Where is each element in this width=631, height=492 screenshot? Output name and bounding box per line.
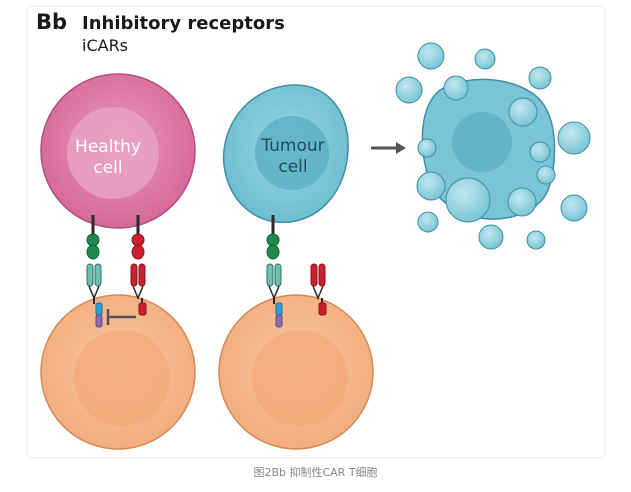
- healthy-antigen-red: [131, 215, 145, 260]
- healthy-cell: Healthy cell: [40, 73, 196, 229]
- t-cell-left: [40, 294, 196, 450]
- healthy-cell-label-1: Healthy: [75, 137, 141, 157]
- inhibition-symbol: [106, 309, 136, 325]
- tumour-antigen-green: [266, 215, 280, 260]
- car-receptor-right: [266, 263, 283, 328]
- right-arrow-icon: [371, 142, 406, 154]
- healthy-antigen-green: [86, 215, 100, 260]
- panel-label: Bb: [36, 10, 68, 34]
- icar-receptor-left: [130, 263, 147, 316]
- icar-receptor-right: [310, 263, 327, 316]
- apoptotic-tumour-cell: [395, 42, 591, 250]
- panel-title: Inhibitory receptors: [82, 13, 285, 34]
- healthy-cell-label-2: cell: [93, 158, 122, 178]
- car-receptor-left: [86, 263, 103, 328]
- tumour-cell-label-2: cell: [278, 157, 307, 177]
- tumour-cell-label-1: Tumour: [260, 136, 324, 156]
- panel-subtitle: iCARs: [82, 36, 129, 55]
- figure-caption: 图2Bb 抑制性CAR T细胞: [253, 466, 378, 479]
- tumour-cell: Tumour cell: [222, 84, 349, 224]
- t-cell-right: [218, 294, 374, 450]
